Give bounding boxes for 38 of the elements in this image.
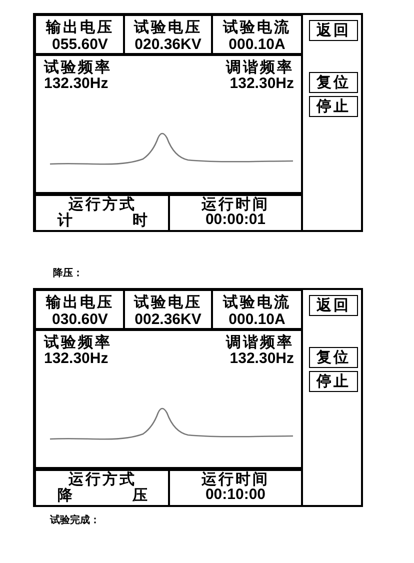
button: 停止	[309, 96, 358, 117]
value-text: 00:00:01	[204, 212, 266, 228]
label-text: 试验电压	[132, 293, 203, 311]
value-text: 000.10A	[228, 311, 286, 328]
value-text: 132.30Hz	[230, 350, 294, 367]
note-text: 降压：	[53, 266, 83, 280]
button: 复位	[309, 347, 358, 368]
value-text: 030.60V	[51, 311, 109, 328]
label-text: 运行方式	[68, 471, 138, 487]
label-text: 试验频率	[44, 333, 112, 351]
value-text: 055.60V	[51, 36, 109, 53]
value-text: 132.30Hz	[44, 75, 108, 92]
button: 复位	[309, 72, 358, 93]
screen-panel	[33, 13, 363, 232]
label-text: 输出电压	[44, 18, 115, 36]
value-text: 计 时	[58, 212, 148, 228]
value-text: 002.36KV	[134, 311, 202, 328]
button: 返回	[309, 295, 358, 316]
label-text: 试验电流	[222, 293, 292, 311]
value-text: 132.30Hz	[44, 350, 108, 367]
button: 返回	[309, 20, 358, 41]
label-text: 运行时间	[200, 196, 270, 212]
screen-panel	[33, 288, 363, 507]
label-text: 试验电流	[222, 18, 292, 36]
value-text: 020.36KV	[134, 36, 202, 53]
value-text: 降 压	[58, 487, 148, 503]
label-text: 试验电压	[132, 18, 203, 36]
label-text: 输出电压	[44, 293, 115, 311]
label-text: 调谐频率	[226, 333, 294, 351]
value-text: 132.30Hz	[230, 75, 294, 92]
label-text: 运行时间	[200, 471, 270, 487]
label-text: 调谐频率	[226, 58, 294, 76]
label-text: 试验频率	[44, 58, 112, 76]
label-text: 运行方式	[68, 196, 136, 212]
button: 停止	[309, 371, 358, 392]
value-text: 000.10A	[228, 36, 286, 53]
note-text: 试验完成：	[50, 513, 100, 527]
value-text: 00:10:00	[204, 487, 266, 503]
